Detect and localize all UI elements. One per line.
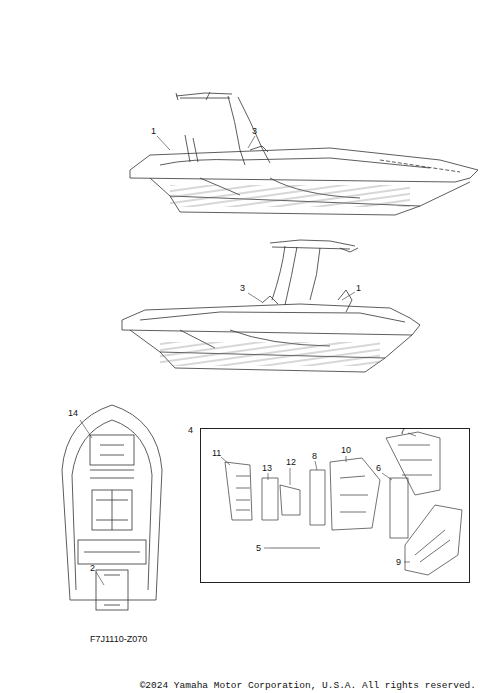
parts-box: 4 [200, 428, 470, 583]
boat-side-view [122, 240, 420, 372]
leader-line [80, 136, 416, 585]
callout-number: 6 [376, 464, 381, 473]
callout-number: 9 [396, 558, 401, 567]
callout-number: 10 [341, 446, 351, 455]
callout-number: 4 [188, 426, 193, 435]
callout-number: 5 [256, 544, 261, 553]
callout-number: 13 [262, 464, 272, 473]
decal-set [225, 432, 462, 575]
boat-side-view [130, 92, 478, 215]
callout-number: 7 [400, 427, 405, 436]
boat-top-view [62, 405, 162, 610]
copyright-notice: ©2024 Yamaha Motor Corporation, U.S.A. A… [140, 681, 476, 691]
callout-number: 8 [312, 452, 317, 461]
callout-number: 3 [240, 284, 245, 293]
callout-number: 11 [212, 449, 221, 458]
callout-number: 1 [356, 284, 361, 293]
figure-code: F7J1110-Z070 [90, 635, 147, 644]
callout-number: 3 [252, 127, 257, 136]
callout-number: 2 [90, 564, 95, 573]
callout-number: 14 [68, 409, 78, 418]
callout-number: 1 [151, 127, 156, 136]
callout-number: 12 [286, 458, 296, 467]
